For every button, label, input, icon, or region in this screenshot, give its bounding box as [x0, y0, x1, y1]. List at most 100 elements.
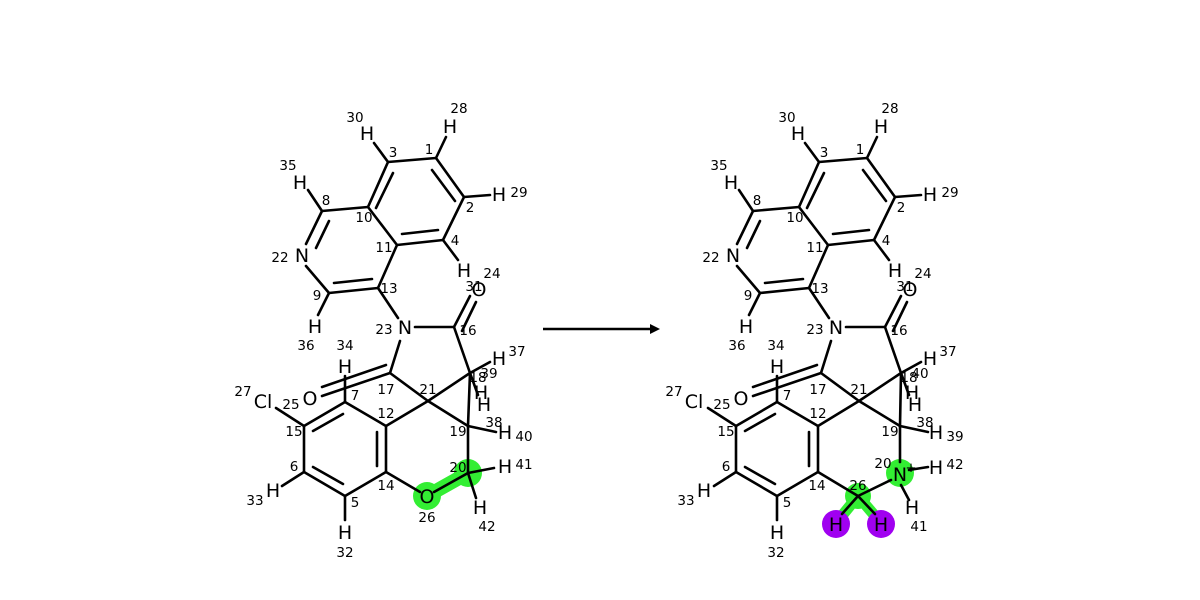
product-bonds [706, 135, 930, 522]
atom-number: 39 [946, 429, 963, 445]
atom-number: 26 [849, 478, 866, 494]
atom-number: 5 [351, 495, 360, 511]
atom-label: H [477, 394, 491, 416]
atom-number: 13 [811, 281, 828, 297]
atom-number: 37 [508, 344, 525, 360]
atom-label: H [697, 480, 711, 502]
atom-label: H [492, 184, 506, 206]
atom-number: 1 [856, 142, 865, 158]
atom-label: N [726, 245, 740, 267]
atom-number: 4 [451, 233, 460, 249]
atom-number: 20 [449, 460, 466, 476]
atom-number: 22 [702, 250, 719, 266]
atom-number: 5 [783, 495, 792, 511]
highlight-atom-N20 [886, 459, 914, 487]
reactant-molecule: N N O O O Cl H H H H H H H H H H H H H H… [234, 101, 532, 561]
atom-label: O [903, 279, 918, 301]
atom-label: N [295, 245, 309, 267]
atom-number: 40 [911, 366, 928, 382]
atom-number: 4 [882, 233, 891, 249]
atom-number: 13 [380, 281, 397, 297]
atom-number: 14 [808, 478, 825, 494]
atom-number: 21 [419, 382, 436, 398]
highlight-atom-H-purple-2 [867, 510, 895, 538]
atom-number: 33 [677, 493, 694, 509]
atom-number: 3 [389, 145, 398, 161]
atom-label: H [888, 260, 902, 282]
atom-label: H [923, 184, 937, 206]
atom-label: H [443, 116, 457, 138]
atom-number: 16 [459, 323, 476, 339]
atom-number: 42 [478, 519, 495, 535]
atom-number: 9 [313, 288, 322, 304]
atom-number: 33 [246, 493, 263, 509]
charge-sign: + [905, 460, 916, 476]
atom-label: H [929, 457, 943, 479]
atom-label: O [734, 388, 749, 410]
atom-label: H [905, 497, 919, 519]
atom-number: 14 [377, 478, 394, 494]
atom-number: 24 [483, 266, 500, 282]
atom-label: H [770, 522, 784, 544]
reactant-atom-numbers: 1 2 3 4 5 6 7 8 9 10 11 12 13 14 15 16 1… [234, 101, 532, 561]
atom-number: 6 [722, 459, 731, 475]
atom-label: H [474, 382, 488, 404]
atom-number: 1 [425, 142, 434, 158]
atom-number: 25 [713, 397, 730, 413]
atom-number: 18 [900, 370, 917, 386]
atom-number: 35 [710, 158, 727, 174]
atom-number: 20 [874, 456, 891, 472]
atom-label: O [420, 486, 435, 508]
atom-number: 28 [450, 101, 467, 117]
atom-number: 8 [322, 193, 331, 209]
atom-number: 30 [346, 110, 363, 126]
atom-number: 19 [881, 424, 898, 440]
atom-label: H [905, 382, 919, 404]
atom-number: 16 [890, 323, 907, 339]
atom-number: 10 [786, 210, 803, 226]
atom-number: 7 [351, 388, 360, 404]
atom-number: 41 [515, 457, 532, 473]
reactant-bonds [274, 135, 498, 522]
product-atom-numbers: 1 2 3 4 5 6 7 8 9 10 11 12 13 14 15 16 1… [665, 101, 963, 561]
atom-number: 23 [806, 322, 823, 338]
atom-number: 38 [485, 415, 502, 431]
atom-number: 37 [939, 344, 956, 360]
atom-number: 31 [896, 279, 913, 295]
atom-number: 26 [418, 510, 435, 526]
atom-number: 42 [946, 457, 963, 473]
atom-number: 12 [377, 406, 394, 422]
atom-label: H [473, 497, 487, 519]
atom-number: 7 [783, 388, 792, 404]
reaction-arrow [543, 324, 660, 334]
atom-label: H [908, 394, 922, 416]
atom-number: 39 [480, 366, 497, 382]
atom-label: H [791, 123, 805, 145]
atom-number: 35 [279, 158, 296, 174]
atom-number: 15 [717, 424, 734, 440]
atom-number: 22 [271, 250, 288, 266]
atom-label: N [398, 317, 412, 339]
atom-label: N [829, 317, 843, 339]
atom-number: 36 [728, 338, 745, 354]
atom-number: 32 [767, 545, 784, 561]
atom-number: 25 [282, 397, 299, 413]
atom-number: 9 [744, 288, 753, 304]
atom-number: 24 [914, 266, 931, 282]
atom-number: 15 [285, 424, 302, 440]
atom-number: 6 [290, 459, 299, 475]
atom-label: H [338, 522, 352, 544]
atom-label: H [360, 123, 374, 145]
atom-number: 34 [336, 338, 353, 354]
atom-label: H [724, 172, 738, 194]
atom-number: 21 [850, 382, 867, 398]
atom-label: H [293, 172, 307, 194]
reactant-atom-labels: N N O O O Cl H H H H H H H H H H H H H H… [254, 116, 512, 544]
atom-number: 11 [806, 240, 823, 256]
atom-label: H [923, 348, 937, 370]
atom-label: Cl [685, 391, 704, 413]
atom-number: 3 [820, 145, 829, 161]
atom-label: H [266, 480, 280, 502]
atom-number: 12 [809, 406, 826, 422]
